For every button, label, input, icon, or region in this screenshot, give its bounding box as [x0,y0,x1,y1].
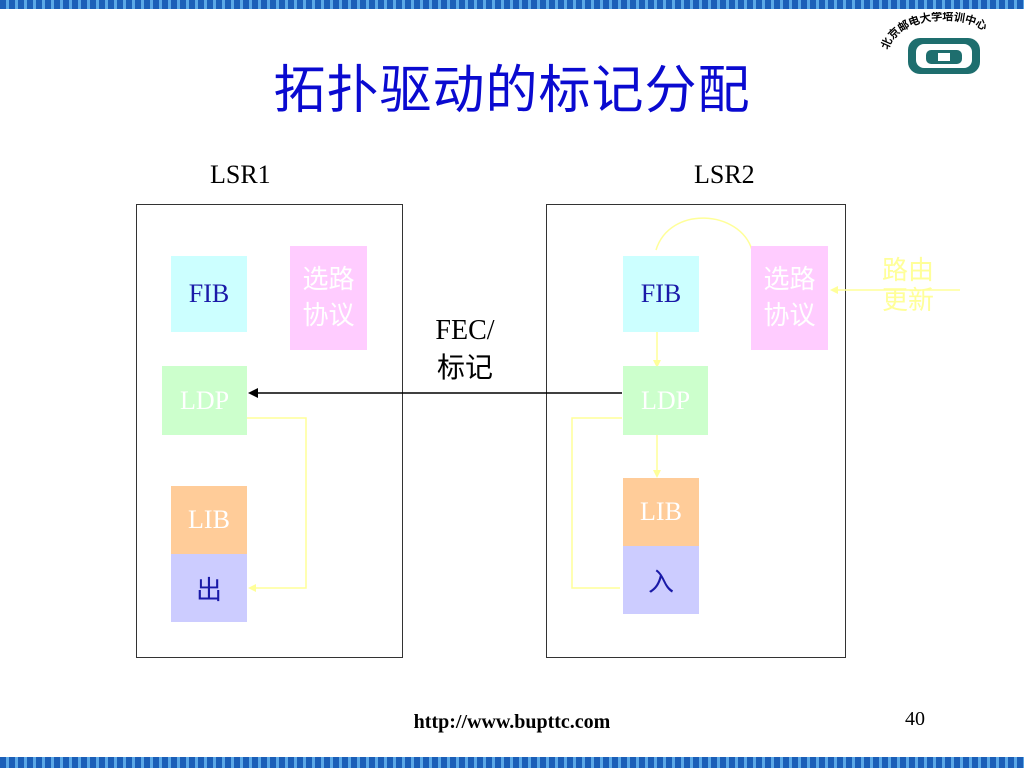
lsr2-ldp-block: LDP [623,366,708,435]
lsr1-protocol-line2: 协议 [302,301,355,331]
lsr1-protocol-line1: 选路 [302,265,355,295]
route-update-line2: 更新 [881,286,934,316]
route-update-line1: 路由 [881,256,934,286]
lsr2-lib-label: LIB [640,497,682,526]
fec-label-message: FEC/ 标记 [420,312,510,388]
fec-line1: FEC/ [435,315,495,346]
lsr2-protocol-line1: 选路 [763,265,816,295]
lsr1-fib-block: FIB [171,256,247,332]
route-update-label: 路由 更新 [868,256,948,316]
lsr1-routing-protocol-block: 选路 协议 [290,246,367,350]
lsr2-in-label: 入 [647,567,674,598]
lsr2-box [546,204,846,658]
page-number: 40 [905,708,925,730]
lsr2-fib-block: FIB [623,256,699,332]
lsr1-ldp-block: LDP [162,366,247,435]
lsr2-label: LSR2 [694,160,755,189]
lsr2-routing-protocol-block: 选路 协议 [751,246,828,350]
top-decorative-bar [0,0,1024,9]
university-logo: 北京邮电大学培训中心 [878,9,1008,82]
lsr1-out-label: 出 [195,575,222,606]
lsr1-box [136,204,403,658]
lsr1-lib-block: LIB [171,486,247,554]
lsr2-protocol-line2: 协议 [763,301,816,331]
lsr2-lib-block: LIB [623,478,699,546]
footer-url: http://www.bupttc.com [413,711,611,733]
lsr1-out-block: 出 [171,554,247,622]
fec-line2: 标记 [436,353,493,384]
lsr2-in-block: 入 [623,546,699,614]
lsr2-fib-label: FIB [640,279,682,308]
lsr2-ldp-label: LDP [640,385,691,415]
lsr1-lib-label: LIB [188,505,230,534]
lsr1-ldp-label: LDP [179,385,230,415]
bottom-decorative-bar [0,757,1024,768]
lsr1-label: LSR1 [210,160,271,189]
slide-title: 拓扑驱动的标记分配 [273,61,751,121]
lsr1-fib-label: FIB [188,279,230,308]
